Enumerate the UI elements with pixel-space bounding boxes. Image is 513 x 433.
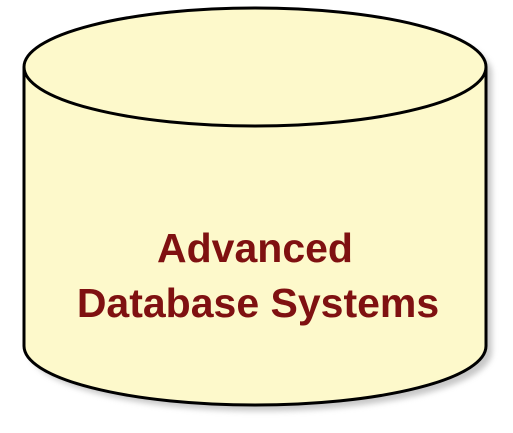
- cylinder-label: Advanced Database Systems: [77, 225, 439, 326]
- label-line-database-systems: Database Systems: [77, 280, 439, 326]
- cylinder-top-front-edge: [22, 66, 488, 128]
- label-line-advanced: Advanced: [157, 225, 353, 271]
- cylinder-body: [22, 6, 488, 407]
